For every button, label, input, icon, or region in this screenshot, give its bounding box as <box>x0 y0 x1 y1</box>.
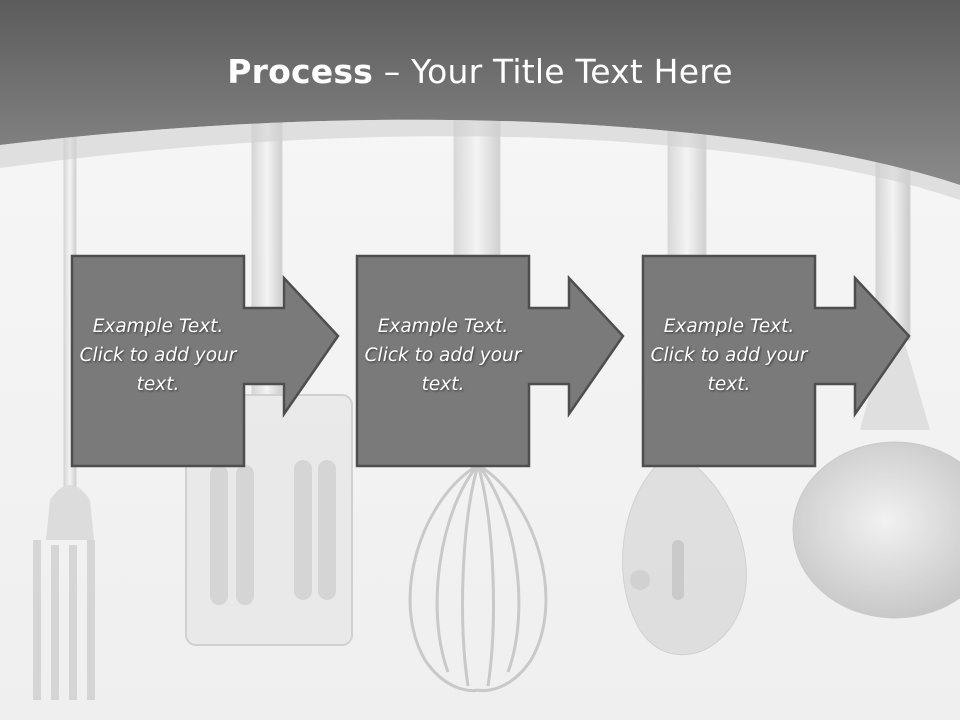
process-step-1[interactable]: Example Text. Click to add your text. <box>70 254 342 468</box>
page-title: Process – Your Title Text Here <box>0 52 960 91</box>
fork-icon <box>33 129 95 700</box>
process-step-3[interactable]: Example Text. Click to add your text. <box>641 254 913 468</box>
title-rest: – Your Title Text Here <box>373 52 733 91</box>
process-step-2[interactable]: Example Text. Click to add your text. <box>355 254 627 468</box>
step-shape <box>641 254 911 468</box>
step-text: Example Text. Click to add your text. <box>79 316 237 395</box>
step-shape <box>355 254 625 468</box>
step-text: Example Text. Click to add your text. <box>650 316 808 395</box>
step-shape <box>70 254 340 468</box>
title-bold: Process <box>227 52 374 91</box>
step-text: Example Text. Click to add your text. <box>364 316 522 395</box>
